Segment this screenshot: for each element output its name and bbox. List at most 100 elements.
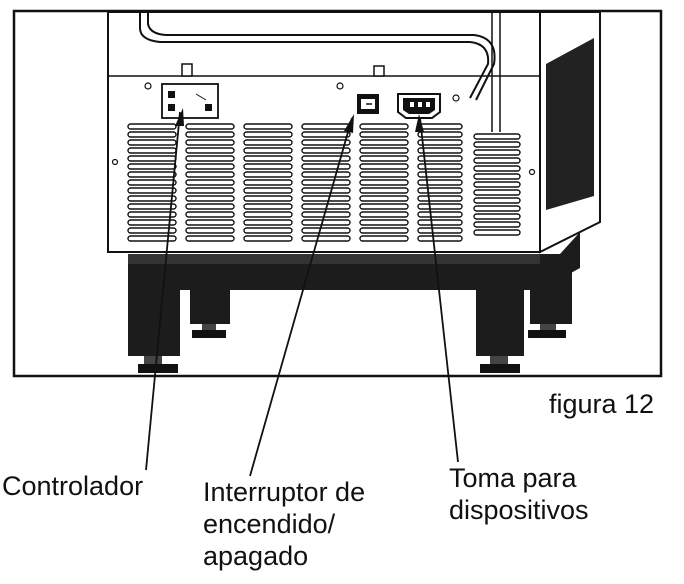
- vent-slat: [359, 123, 409, 130]
- vent-slat: [473, 141, 521, 148]
- vent-slat: [185, 203, 235, 210]
- vent-slat: [301, 179, 351, 186]
- vent-slat: [301, 227, 351, 234]
- vent-slat: [359, 139, 409, 146]
- switch-leader-line: [249, 117, 353, 477]
- vent-slat: [185, 147, 235, 154]
- vent-slat: [359, 171, 409, 178]
- power-switch-label-line-2: encendido/: [203, 509, 336, 539]
- vent-slat: [243, 203, 293, 210]
- vent-slat: [473, 157, 521, 164]
- vent-slat: [417, 147, 463, 154]
- vent-slat: [243, 131, 293, 138]
- switch-arrowhead: [344, 114, 354, 133]
- vent-slat: [185, 227, 235, 234]
- vent-slat: [473, 149, 521, 156]
- vent-slat: [243, 195, 293, 202]
- vent-slat: [185, 155, 235, 162]
- vent-slat: [127, 187, 177, 194]
- vent-slat: [243, 179, 293, 186]
- vent-slat: [473, 165, 521, 172]
- vent-slat: [127, 171, 177, 178]
- controller-module: [161, 83, 219, 119]
- vent-slat: [417, 187, 463, 194]
- ventilation-grilles: [127, 123, 521, 242]
- vent-slat: [417, 219, 463, 226]
- vent-slat: [417, 179, 463, 186]
- cabinet-feet: [128, 268, 572, 373]
- vent-slat: [185, 163, 235, 170]
- power-switch-label: Interruptor de encendido/ apagado: [203, 476, 365, 572]
- device-outlet-label-line-1: Toma para: [449, 463, 577, 493]
- vent-slat: [243, 147, 293, 154]
- figure-caption: figura 12: [549, 389, 655, 419]
- vent-slat: [185, 179, 235, 186]
- vent-slat: [243, 163, 293, 170]
- vent-slat: [243, 123, 293, 130]
- vent-slat: [417, 155, 463, 162]
- vent-slat: [185, 219, 235, 226]
- cabinet-body: [107, 11, 601, 254]
- vent-slat: [127, 195, 177, 202]
- vent-slat: [301, 131, 351, 138]
- vent-slat: [127, 139, 177, 146]
- vent-slat: [417, 171, 463, 178]
- vent-slat: [301, 155, 351, 162]
- vent-slat: [359, 155, 409, 162]
- vent-slat: [127, 227, 177, 234]
- device-outlet: [397, 93, 441, 119]
- vent-slat: [417, 163, 463, 170]
- vent-slat: [243, 187, 293, 194]
- outlet-arrowhead: [415, 114, 424, 132]
- vent-slat: [417, 123, 463, 130]
- device-outlet-label-line-2: dispositivos: [449, 495, 589, 525]
- vent-slat: [417, 139, 463, 146]
- vent-slat: [359, 187, 409, 194]
- power-switch: [357, 94, 379, 114]
- vent-slat: [243, 139, 293, 146]
- power-switch-label-line-3: apagado: [203, 541, 309, 571]
- outlet-leader-line: [419, 117, 459, 463]
- callout-leader-lines: [145, 108, 459, 477]
- controller-leader-line: [145, 111, 181, 471]
- vent-slat: [243, 155, 293, 162]
- vent-slat: [359, 211, 409, 218]
- vent-slat: [359, 147, 409, 154]
- vent-slat: [417, 203, 463, 210]
- vent-slat: [359, 219, 409, 226]
- vent-slat: [185, 235, 235, 242]
- vent-slat: [359, 163, 409, 170]
- cabinet-base: [128, 232, 580, 290]
- vent-slat: [301, 195, 351, 202]
- controller-label: Controlador: [2, 471, 144, 501]
- vent-slat: [185, 123, 235, 130]
- vent-slat: [301, 219, 351, 226]
- vent-slat: [417, 227, 463, 234]
- vent-slat: [185, 195, 235, 202]
- vent-slat: [417, 235, 463, 242]
- power-switch-label-line-1: Interruptor de: [203, 477, 366, 507]
- vent-slat: [185, 211, 235, 218]
- vent-slat: [473, 229, 521, 236]
- vent-slat: [417, 211, 463, 218]
- vent-slat: [301, 235, 351, 242]
- vent-slat: [185, 139, 235, 146]
- vent-slat: [301, 187, 351, 194]
- vent-slat: [185, 187, 235, 194]
- vent-slat: [127, 155, 177, 162]
- vent-slat: [243, 227, 293, 234]
- vent-slat: [359, 227, 409, 234]
- vent-slat: [243, 219, 293, 226]
- vent-slat: [359, 203, 409, 210]
- vent-slat: [473, 205, 521, 212]
- vent-slat: [301, 139, 351, 146]
- vent-slat: [127, 131, 177, 138]
- vent-slat: [473, 133, 521, 140]
- vent-slat: [185, 131, 235, 138]
- vent-slat: [127, 147, 177, 154]
- vent-slat: [473, 197, 521, 204]
- vent-slat: [301, 211, 351, 218]
- vent-slat: [185, 171, 235, 178]
- vent-slat: [127, 211, 177, 218]
